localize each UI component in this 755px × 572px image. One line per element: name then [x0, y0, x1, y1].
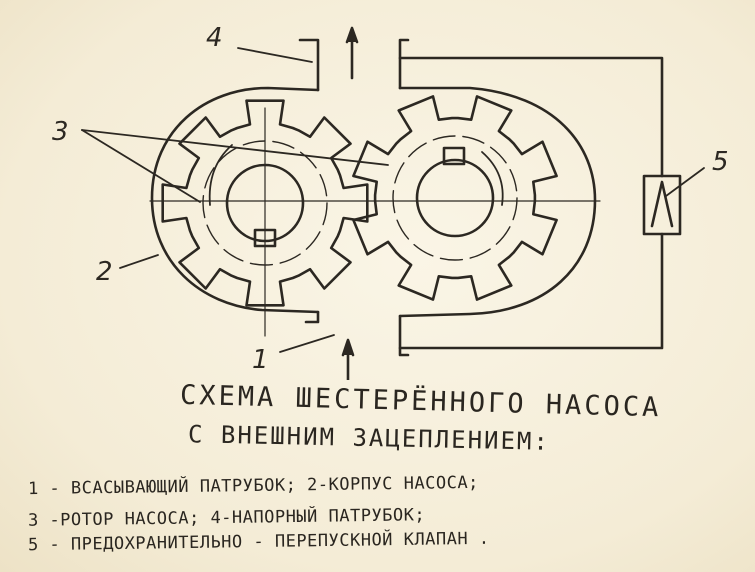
- outlet-flow-arrow: [345, 26, 359, 80]
- label-valve: 5: [712, 147, 729, 177]
- right-gear-hub: [415, 158, 495, 238]
- label-inlet: 1: [252, 345, 269, 375]
- outlet-pipe-right: [398, 38, 410, 90]
- leader-4: [237, 47, 313, 63]
- leader-3a: [81, 129, 201, 203]
- outlet-pipe-left: [298, 38, 320, 92]
- leader-3b: [81, 129, 389, 166]
- inlet-pipe-right: [398, 314, 410, 357]
- leader-2: [119, 254, 159, 269]
- pump-housing-right: [398, 86, 597, 318]
- leader-5: [665, 167, 705, 197]
- label-outlet: 4: [206, 23, 223, 53]
- leader-1: [279, 334, 335, 353]
- pump-housing: [150, 86, 320, 314]
- relief-valve: [642, 174, 682, 236]
- right-gear-pitch-circle: [392, 135, 518, 261]
- left-gear-rotor: [161, 99, 369, 307]
- right-gear-teeth: [352, 95, 558, 301]
- left-gear-teeth: [161, 99, 369, 307]
- right-gear-rotation-arrow: [481, 151, 504, 206]
- left-gear-rotation-arrow: [208, 144, 233, 206]
- gear-pump-diagram: 4 3 2 1 5: [52, 23, 729, 380]
- right-gear-key: [442, 146, 466, 166]
- bypass-line: [398, 56, 664, 350]
- right-gear-rotor: [352, 95, 558, 301]
- label-housing: 2: [96, 257, 113, 287]
- label-rotors: 3: [52, 117, 69, 147]
- inlet-flow-arrow: [341, 338, 355, 380]
- inlet-pipe-left: [304, 310, 320, 324]
